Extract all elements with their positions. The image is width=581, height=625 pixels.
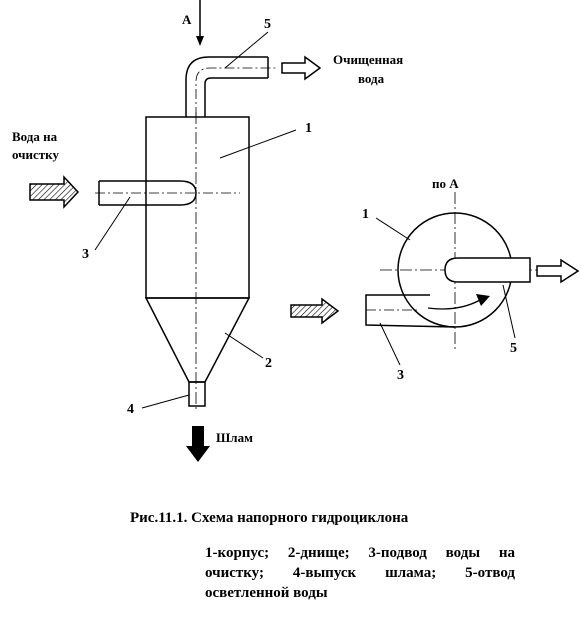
leader-5 — [224, 31, 269, 69]
leader-1 — [219, 129, 297, 159]
sludge-label: Шлам — [216, 430, 253, 445]
cyclone-body — [145, 116, 250, 299]
leader-3 — [94, 196, 131, 251]
view-a-label: А — [182, 12, 192, 27]
label-4: 4 — [127, 402, 134, 417]
top-view-outlet-arrow — [536, 258, 580, 284]
sludge-outlet — [188, 381, 206, 407]
leader-2 — [224, 332, 264, 359]
sludge-arrow — [186, 426, 210, 462]
top-view-outlet-pipe — [444, 257, 531, 283]
inlet-pipe — [95, 180, 240, 206]
inlet-water-label-line1: Вода на — [12, 129, 58, 144]
inlet-arrow — [29, 175, 80, 209]
cleaned-water-label-line1: Очищенная — [333, 52, 403, 67]
view-label-5: 5 — [510, 341, 517, 356]
figure-caption: Рис.11.1. Схема напорного гидроциклона — [130, 510, 409, 526]
label-2: 2 — [265, 356, 272, 371]
label-5: 5 — [264, 17, 271, 32]
top-view-inlet-pipe — [365, 294, 456, 328]
view-label-1: 1 — [362, 207, 369, 222]
rotation-arrow — [427, 299, 481, 310]
top-view-inlet-arrow — [290, 297, 340, 325]
view-title: по А — [432, 176, 459, 191]
outlet-pipe — [185, 56, 278, 117]
view-a-arrow — [196, 0, 204, 46]
cleaned-water-label-line2: вода — [358, 71, 385, 86]
top-view — [290, 192, 580, 366]
label-3: 3 — [82, 247, 89, 262]
view-label-3: 3 — [397, 368, 404, 383]
leader-4 — [141, 394, 190, 409]
cyclone-cone — [144, 297, 251, 383]
inlet-water-label-line2: очистку — [12, 147, 59, 162]
label-1: 1 — [305, 121, 312, 136]
cleaned-water-arrow — [281, 55, 322, 81]
figure-legend: 1-корпус; 2-днище; 3-подвод воды на очис… — [205, 545, 515, 601]
